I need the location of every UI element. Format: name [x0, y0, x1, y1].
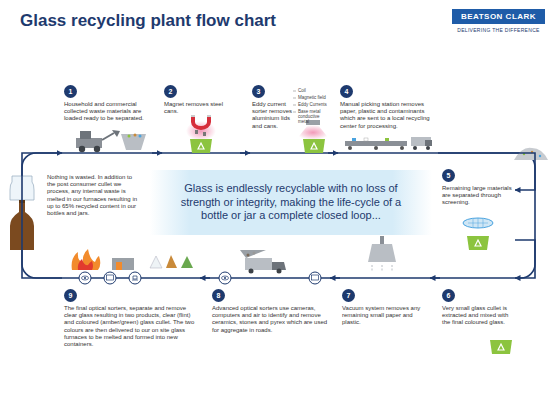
optical-sorter-icons — [79, 250, 321, 284]
callout-number: 3 — [252, 85, 265, 98]
callout-number: 5 — [442, 169, 455, 182]
flow-arrow — [330, 277, 340, 279]
cullet-pile — [514, 148, 548, 160]
flow-arrow — [200, 277, 210, 279]
band-text: Glass is endlessly recyclable with no lo… — [166, 182, 416, 223]
flow-arrow — [328, 152, 338, 154]
chart-title: Glass recycling plant flow chart — [20, 11, 276, 31]
logo-text: BEATSON CLARK — [452, 9, 545, 24]
vacuum-icon — [368, 236, 396, 272]
tagline: DELIVERING THE DIFFERENCE — [452, 27, 545, 33]
step-description: Vacuum system removes any remaining smal… — [342, 305, 428, 327]
step-description: Manual picking station removes paper, pl… — [340, 101, 436, 130]
flow-arrow — [515, 240, 535, 278]
message-band: Glass is endlessly recyclable with no lo… — [150, 170, 432, 235]
flow-arrow — [438, 153, 535, 190]
process-step: 7Vacuum system removes any remaining sma… — [340, 265, 430, 358]
part-label: Coil — [298, 88, 330, 93]
note-box: Nothing is wasted. In addition to the po… — [45, 170, 140, 250]
part-label: Eddy Currents — [298, 102, 330, 107]
loop-track — [22, 153, 535, 278]
furnace-and-cullet — [72, 249, 193, 270]
step-description: Remaining large materials are separated … — [442, 185, 513, 207]
step-description: The final optical sorters, separate and … — [64, 305, 198, 348]
process-step: 4Manual picking station removes paper, p… — [338, 80, 438, 160]
process-step: 1Household and commercial collected wast… — [62, 80, 152, 160]
loader-icon — [76, 130, 146, 152]
callout-number: 8 — [212, 289, 225, 302]
magnet-icon — [186, 115, 216, 153]
process-step: 9The final optical sorters, separate and… — [62, 265, 200, 358]
process-step: 5Remaining large materials are separated… — [440, 165, 515, 255]
step-description: Eddy current sorter removes aluminium li… — [252, 101, 292, 130]
callout-number: 4 — [340, 85, 353, 98]
flow-arrow — [240, 152, 250, 154]
callout-number: 1 — [64, 85, 77, 98]
step-description: Advanced optical sorters use cameras, co… — [212, 305, 328, 334]
eddy-current-icon — [293, 91, 330, 153]
callout-number: 7 — [342, 289, 355, 302]
band-inner: Glass is endlessly recyclable with no lo… — [166, 182, 416, 223]
process-step: 3Eddy current sorter removes aluminium l… — [250, 80, 328, 160]
process-step: 8Advanced optical sorters use cameras, c… — [210, 265, 330, 358]
cullet-bin — [490, 340, 512, 354]
part-label: Base metal conductive metal — [298, 109, 330, 125]
callout-number: 2 — [164, 85, 177, 98]
callout-number: 9 — [64, 289, 77, 302]
step-description: Magnet removes steel cans. — [164, 101, 238, 115]
step-description: Household and commercial collected waste… — [64, 101, 150, 123]
note-text: Nothing is wasted. In addition to the po… — [47, 174, 138, 217]
step-description: Very small glass cullet is extracted and… — [442, 305, 513, 327]
process-step: 2Magnet removes steel cans. — [162, 80, 240, 160]
process-step: 6Very small glass cullet is extracted an… — [440, 265, 515, 358]
flow-arrow — [430, 277, 440, 279]
callout-number: 6 — [442, 289, 455, 302]
picking-station-icon — [345, 137, 432, 150]
flow-arrow — [152, 152, 162, 154]
part-label: Magnetic field — [298, 95, 330, 100]
screen-icon — [463, 218, 493, 250]
